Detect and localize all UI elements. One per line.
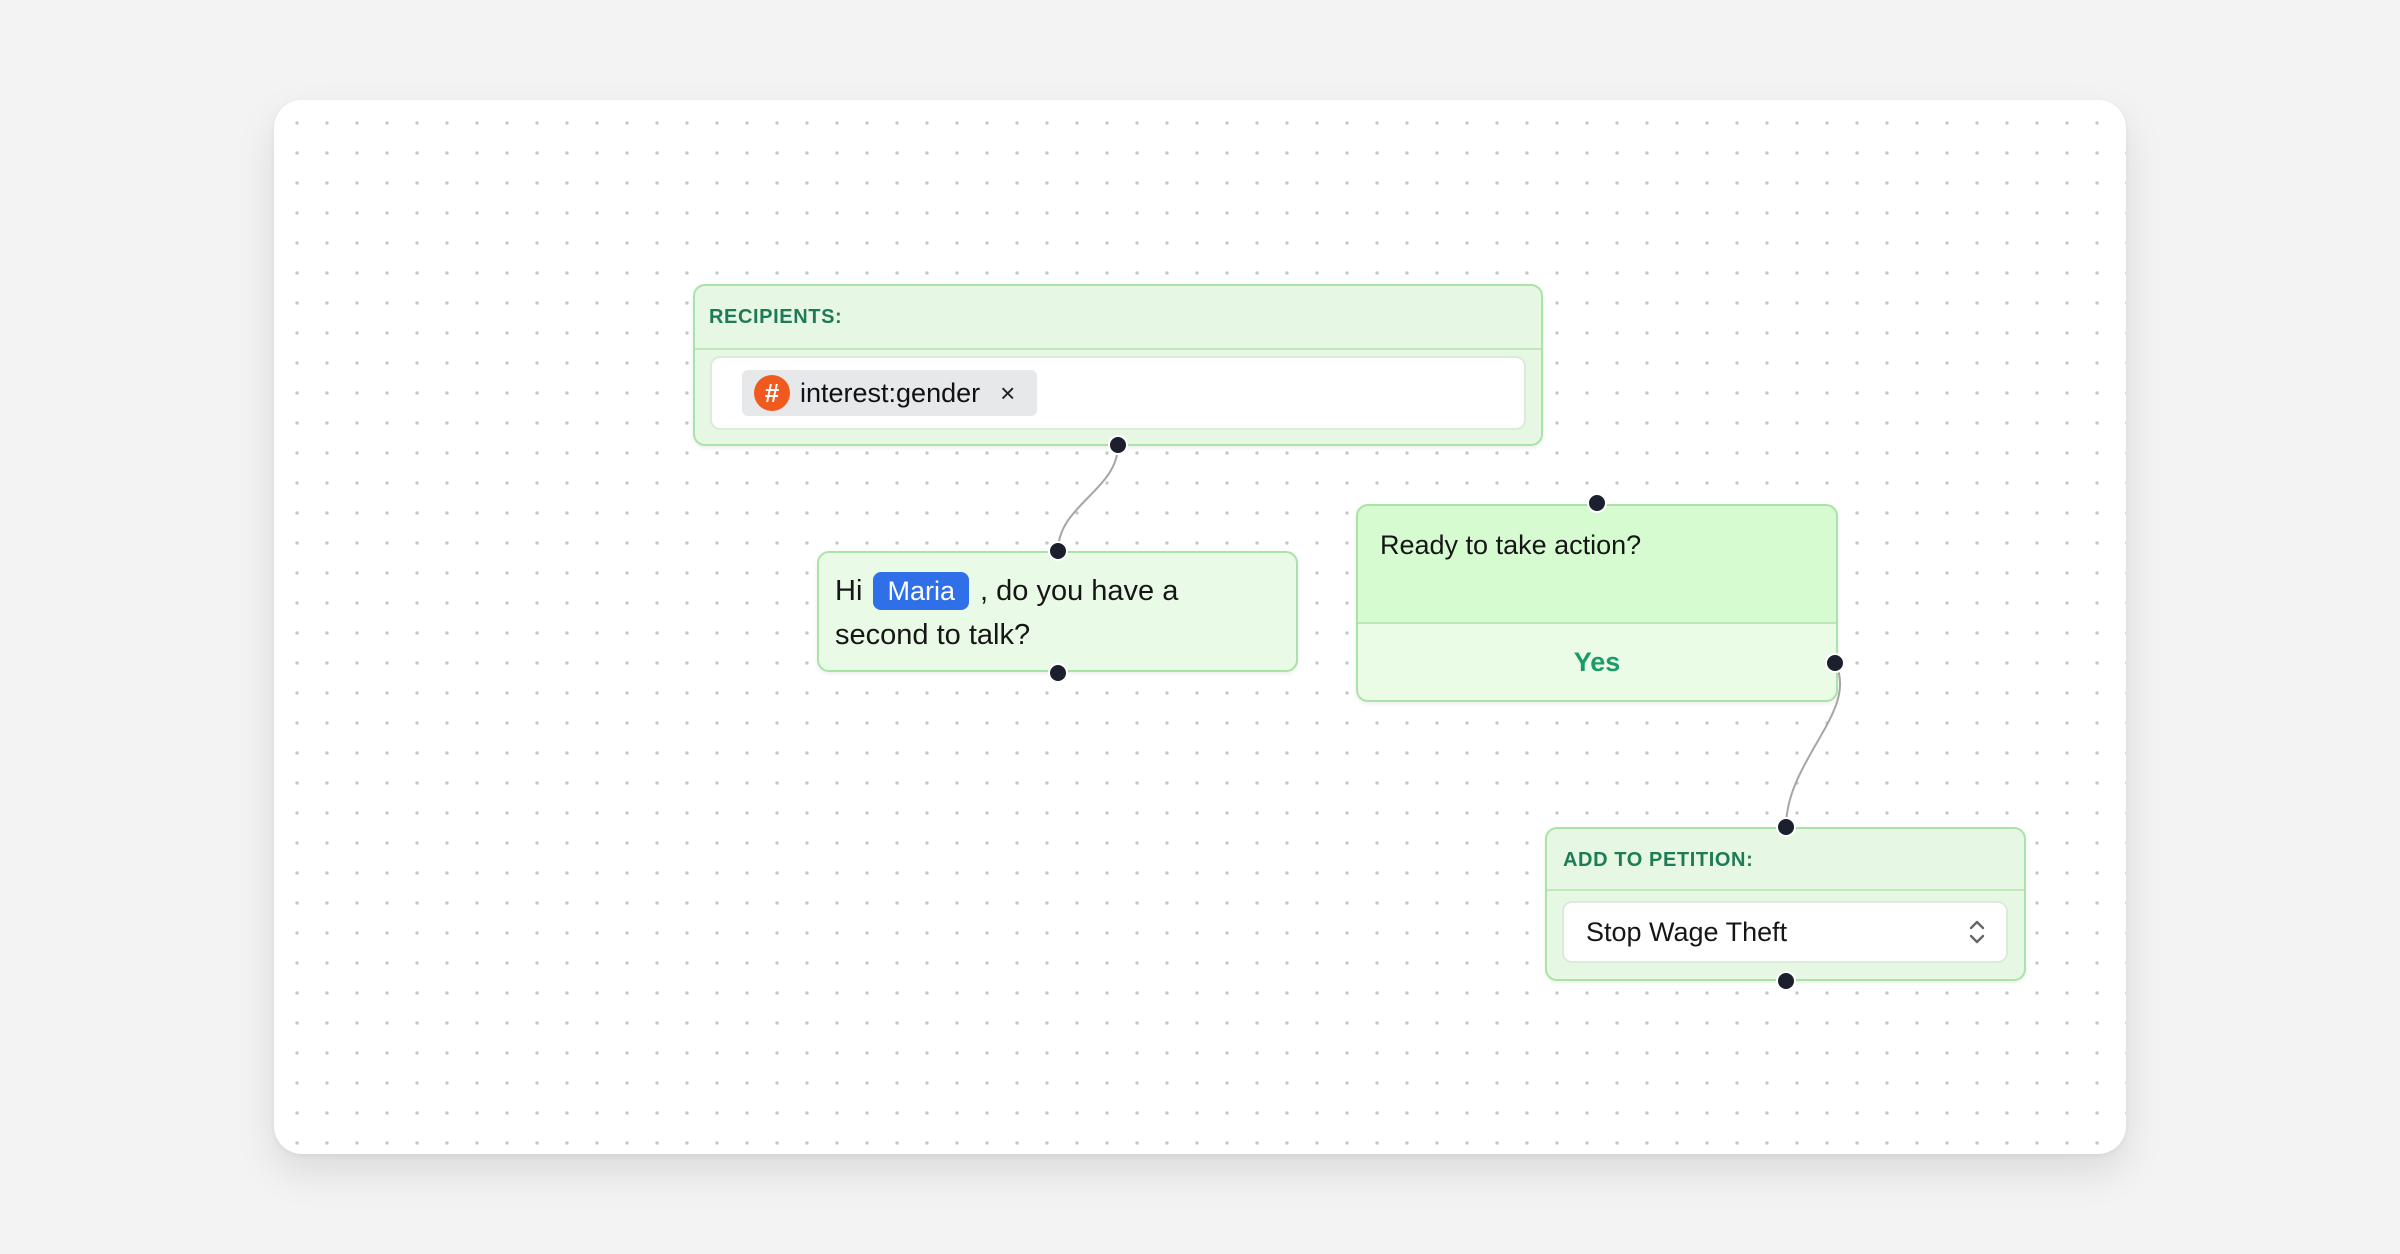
- message-text: Hi Maria , do you have a second to talk?: [835, 569, 1275, 657]
- recipients-output-handle[interactable]: [1108, 435, 1128, 455]
- close-icon[interactable]: ×: [1000, 377, 1016, 408]
- recipient-tag-label: interest:gender: [800, 377, 981, 408]
- petition-node[interactable]: ADD TO PETITION: Stop Wage Theft: [1545, 827, 2026, 981]
- header-divider: [1547, 889, 2024, 891]
- petition-select[interactable]: Stop Wage Theft: [1562, 901, 2008, 963]
- recipients-node[interactable]: RECIPIENTS: # interest:gender ×: [693, 284, 1543, 446]
- answer-option-label[interactable]: Yes: [1573, 646, 1621, 677]
- answer-option-yes[interactable]: Yes: [1358, 622, 1836, 700]
- yes-output-handle[interactable]: [1825, 653, 1845, 673]
- variable-chip[interactable]: Maria: [873, 572, 969, 610]
- question-node[interactable]: Ready to take action? Yes: [1356, 504, 1838, 702]
- question-input-handle[interactable]: [1587, 493, 1607, 513]
- recipient-tag[interactable]: # interest:gender ×: [742, 370, 1038, 416]
- chevron-up-down-icon: [1969, 920, 1985, 944]
- message-output-handle[interactable]: [1048, 663, 1068, 683]
- message-text-after: , do you have a second to talk?: [835, 575, 1179, 651]
- message-node[interactable]: Hi Maria , do you have a second to talk?: [817, 551, 1298, 672]
- petition-input-handle[interactable]: [1776, 817, 1796, 837]
- petition-output-handle[interactable]: [1776, 971, 1796, 991]
- message-input-handle[interactable]: [1048, 541, 1068, 561]
- question-text: Ready to take action?: [1380, 530, 1642, 560]
- petition-select-value: Stop Wage Theft: [1586, 916, 1788, 947]
- petition-header: ADD TO PETITION:: [1563, 849, 1754, 871]
- recipients-header: RECIPIENTS:: [709, 306, 843, 328]
- recipients-field[interactable]: # interest:gender ×: [710, 356, 1526, 430]
- hash-icon: #: [754, 375, 790, 411]
- header-divider: [695, 348, 1541, 350]
- message-text-before: Hi: [835, 575, 863, 607]
